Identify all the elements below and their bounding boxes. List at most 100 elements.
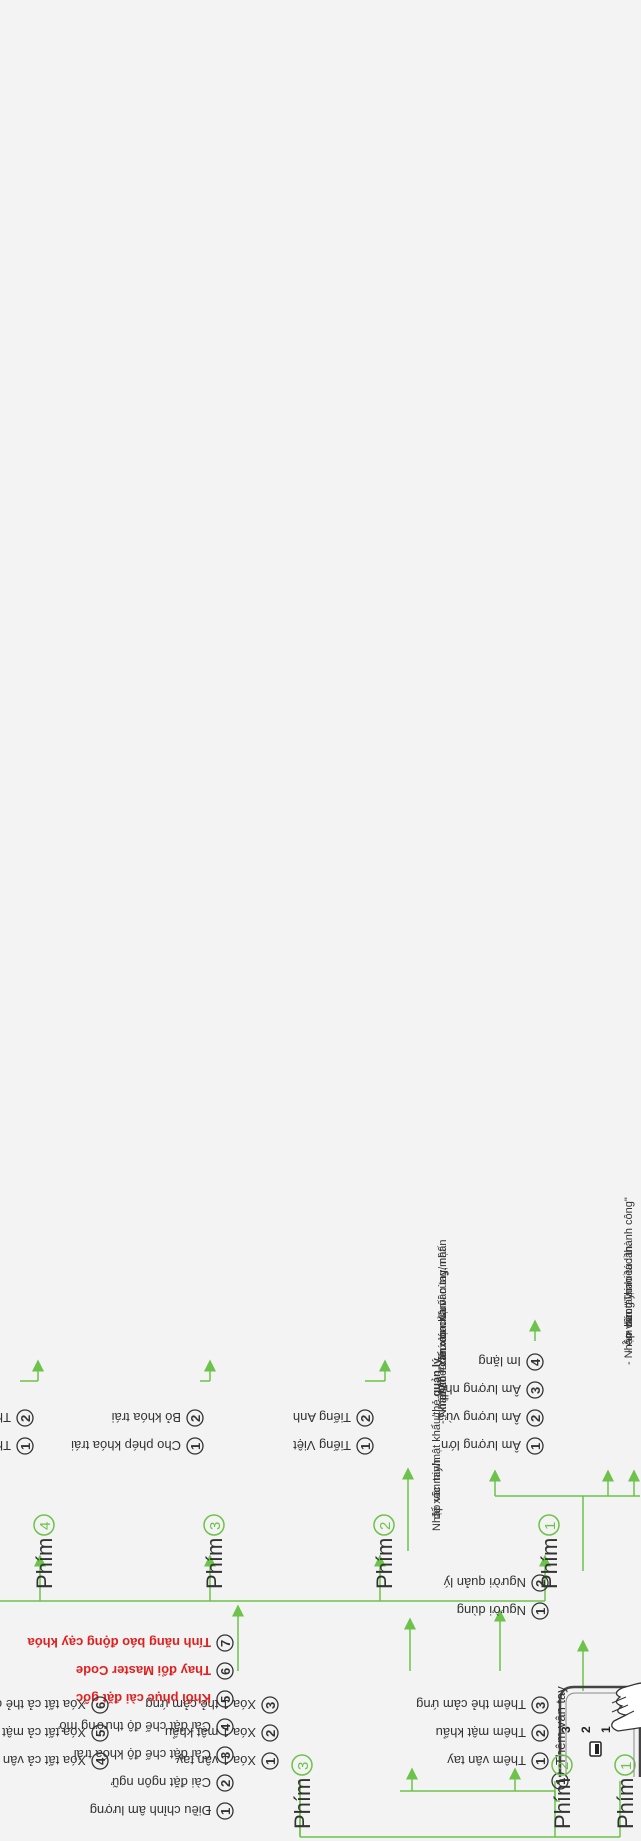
option-number-circle	[186, 1409, 204, 1427]
option-number: 3	[263, 1702, 278, 1709]
option-label: Then giờ thường đóng	[0, 1410, 11, 1425]
option-number: 1	[533, 1608, 548, 1615]
svg-text:4: 4	[37, 1522, 54, 1530]
option-label: Người quản lý	[443, 1575, 526, 1590]
option-number: 2	[218, 1780, 233, 1787]
svg-text:2: 2	[579, 1726, 593, 1733]
option-number: 6	[218, 1668, 233, 1675]
svg-text:1: 1	[553, 1778, 568, 1785]
option-number: 1	[18, 1443, 33, 1450]
option-number-circle	[216, 1774, 234, 1792]
svg-text:Phím: Phím	[537, 1538, 562, 1589]
option-number-circle	[216, 1746, 234, 1764]
option-number-circle	[531, 1574, 549, 1592]
option-number-circle	[91, 1752, 109, 1770]
option-label: Tiếng Việt	[293, 1438, 351, 1453]
option-label: Xóa 1 thẻ cảm ứng	[145, 1697, 256, 1712]
key2-title: Phím 2	[550, 1754, 575, 1829]
verify-note: Nhập vân tay/mật khẩu/thẻ quản lý để xác…	[431, 1357, 443, 1531]
option-number: 2	[18, 1415, 33, 1422]
sub4-option-list: 1 Then giờ thường mở 2 Then giờ thường đóng	[0, 1409, 34, 1455]
option-label: Người dùng	[457, 1603, 526, 1618]
option-number-circle	[216, 1634, 234, 1652]
option-number: 5	[93, 1730, 108, 1737]
delete-note: - Nhập số ID thứ tự của vân tay/mật khẩu…	[437, 1240, 449, 1424]
option-number: 2	[533, 1730, 548, 1737]
option-number: 3	[218, 1752, 233, 1759]
option-number: 7	[218, 1640, 233, 1647]
option-label: Cho phép khóa trái	[71, 1438, 181, 1453]
option-label: Bỏ khóa trái	[112, 1410, 181, 1425]
option-number: 5	[218, 1696, 233, 1703]
option-number-circle	[216, 1718, 234, 1736]
option-label: Khôi phục cài đặt gốc	[76, 1691, 211, 1706]
sub2-option-list: 1 Tiếng Việt 2 Tiếng Anh	[293, 1409, 374, 1455]
svg-text:Phím: Phím	[202, 1538, 227, 1589]
option-number-circle	[216, 1802, 234, 1820]
option-label: Thay đổi Master Code	[76, 1663, 211, 1678]
hand-icon	[611, 1682, 641, 1732]
keypad-k1-content: 1 2 3	[559, 1726, 613, 1757]
option-number: 4	[528, 1358, 543, 1366]
option-label: Thêm vân tay	[447, 1753, 526, 1768]
sub4-title: Phím 4	[32, 1514, 57, 1589]
option-number-circle	[526, 1409, 544, 1427]
option-number: 2	[528, 1415, 543, 1422]
svg-text:Phím: Phím	[613, 1778, 638, 1829]
option-number: 2	[188, 1415, 203, 1422]
option-number: 2	[358, 1415, 373, 1422]
svg-text:1: 1	[618, 1762, 635, 1770]
option-number: 2	[263, 1730, 278, 1737]
option-number: 3	[528, 1387, 543, 1394]
fingerprint-note: - Nhập vân tay nhiều lần. - Âm báo "Thao…	[622, 1197, 635, 1365]
option-number-circle	[531, 1696, 549, 1714]
option-label: Âm lượng lớn	[441, 1438, 521, 1453]
option-number-circle	[531, 1752, 549, 1770]
svg-text:Phím: Phím	[550, 1778, 575, 1829]
svg-text:- Nhập số ID thứ tự của vân ta: - Nhập số ID thứ tự của vân tay/mật	[437, 1248, 449, 1424]
option-number: 1	[263, 1758, 278, 1765]
option-number: 6	[93, 1702, 108, 1709]
option-label: Cài đặt ngôn ngữ	[110, 1775, 211, 1790]
option-label: Cài đặt chế độ thường mở	[58, 1719, 211, 1734]
svg-text:Phím: Phím	[32, 1538, 57, 1589]
key1-option-list: 1 Thêm vân tay 2 Thêm mật khẩu 3 Thêm thẻ cảm…	[416, 1696, 549, 1770]
option-label: Âm lượng vừa	[436, 1410, 521, 1425]
option-label: Xóa tất cả thẻ cảm ứng	[0, 1697, 86, 1712]
svg-text:2: 2	[377, 1522, 394, 1530]
svg-text:- Nhập vân tay nhiều lần.: - Nhập vân tay nhiều lần.	[623, 1243, 635, 1365]
option-label: Tính năng báo động cạy khóa	[27, 1635, 211, 1650]
option-number: 1	[533, 1758, 548, 1765]
svg-text:3: 3	[207, 1522, 224, 1530]
option-number: 3	[533, 1702, 548, 1709]
key1-options: 1 Thêm vân tay	[551, 1686, 569, 1790]
option-label: Thêm mật khẩu	[436, 1725, 526, 1740]
user-option-list: 1 Người dùng 2 Người quản lý	[443, 1574, 549, 1620]
option-label: Xóa 1 vân tay	[176, 1753, 256, 1768]
option-number-circle	[216, 1690, 234, 1708]
option-label: Thêm thẻ cảm ứng	[416, 1697, 526, 1712]
sub1-title: Phím 1	[537, 1514, 562, 1589]
option-label: Then giờ thường mở	[0, 1438, 11, 1453]
option-number-circle	[531, 1602, 549, 1620]
option-number-circle	[526, 1381, 544, 1399]
option-number-circle	[356, 1437, 374, 1455]
option-number: 2	[533, 1580, 548, 1587]
option-number-circle	[91, 1724, 109, 1742]
option-number-circle	[261, 1752, 279, 1770]
sub2-title: Phím 2	[372, 1514, 397, 1589]
svg-text:- Âm báo "Thao tác thành công": - Âm báo "Thao tác thành công"	[622, 1197, 635, 1353]
option-number-circle	[531, 1724, 549, 1742]
option-number-circle	[186, 1437, 204, 1455]
option-number: 1	[528, 1443, 543, 1450]
option-label: Xóa tất cả vân tay	[0, 1753, 86, 1768]
svg-text:khẩu/thẻ cần xóa. Cuối cùng, n: khẩu/thẻ cần xóa. Cuối cùng, nhấn	[437, 1240, 449, 1412]
option-label: Tiếng Anh	[293, 1410, 351, 1425]
option-number: 1	[358, 1443, 373, 1450]
option-number: 4	[218, 1723, 233, 1731]
key1-title: Phím 1	[613, 1754, 638, 1829]
svg-text:1: 1	[542, 1522, 559, 1530]
